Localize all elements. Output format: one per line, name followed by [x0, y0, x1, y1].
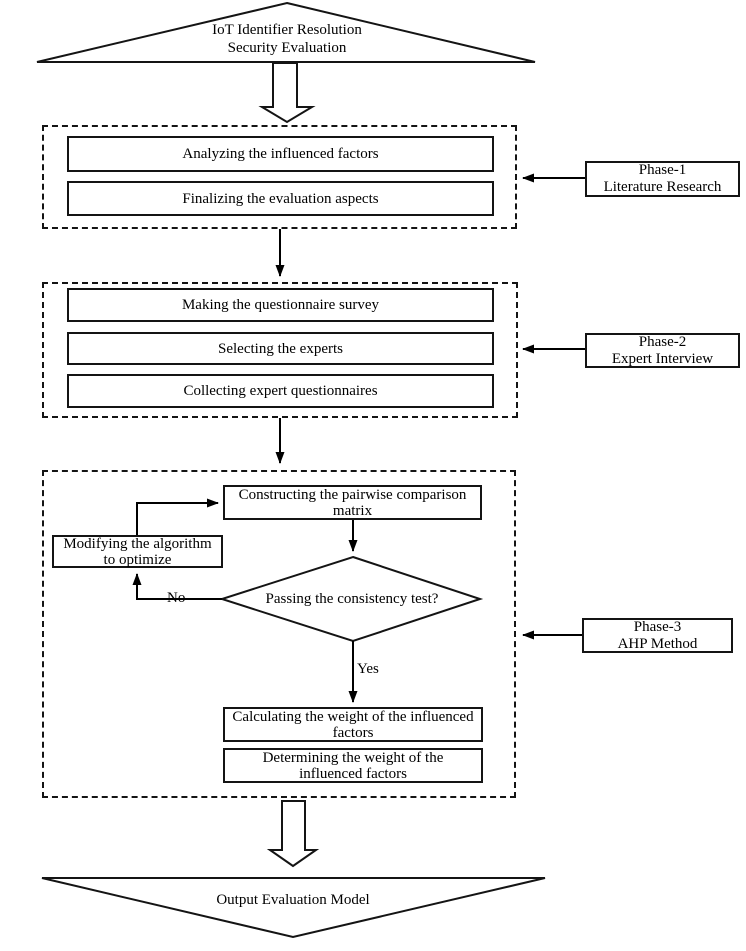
phase1-label-line2: Literature Research: [603, 179, 722, 195]
phase2-label-box: Phase-2 Expert Interview: [585, 333, 740, 368]
phase3-label-line1: Phase-3: [633, 618, 682, 635]
step-constructing-matrix: Constructing the pairwise comparison mat…: [223, 485, 482, 520]
phase3-container: [42, 470, 516, 798]
phase3-label-line2: AHP Method: [617, 635, 698, 652]
connector-modify-construct: [136, 498, 219, 535]
yes-branch-label: Yes: [357, 661, 379, 677]
phase2-label-line2: Expert Interview: [611, 350, 714, 367]
decision-consistency-test: Passing the consistency test?: [265, 591, 439, 607]
phase1-container: [42, 125, 517, 229]
input-terminal-line1: IoT Identifier Resolution: [212, 22, 362, 38]
connector-no-loop: [132, 573, 222, 600]
step-collecting-questionnaires: Collecting expert questionnaires: [67, 374, 494, 408]
block-arrow-bottom-icon: [266, 800, 320, 868]
step-selecting-experts: Selecting the experts: [67, 332, 494, 365]
step-calculating-weight: Calculating the weight of the influenced…: [223, 707, 483, 742]
phase3-label-box: Phase-3 AHP Method: [582, 618, 733, 653]
phase2-container: [42, 282, 518, 418]
step-analyzing-factors: Analyzing the influenced factors: [67, 136, 494, 172]
input-terminal-title: IoT Identifier Resolution Security Evalu…: [137, 21, 437, 57]
step-questionnaire-survey: Making the questionnaire survey: [67, 288, 494, 322]
step-modifying-algorithm: Modifying the algorithm to optimize: [52, 535, 223, 568]
input-terminal-line2: Security Evaluation: [227, 40, 347, 56]
no-branch-label: No: [167, 590, 186, 606]
step-finalizing-aspects: Finalizing the evaluation aspects: [67, 181, 494, 216]
phase1-label-box: Phase-1 Literature Research: [585, 161, 740, 197]
output-terminal-title: Output Evaluation Model: [216, 892, 370, 908]
step-determining-weight: Determining the weight of the influenced…: [223, 748, 483, 783]
phase1-label-line1: Phase-1: [638, 162, 687, 178]
output-triangle-shape: [41, 877, 546, 939]
block-arrow-top-icon: [258, 62, 316, 124]
phase2-label-line1: Phase-2: [638, 333, 687, 350]
